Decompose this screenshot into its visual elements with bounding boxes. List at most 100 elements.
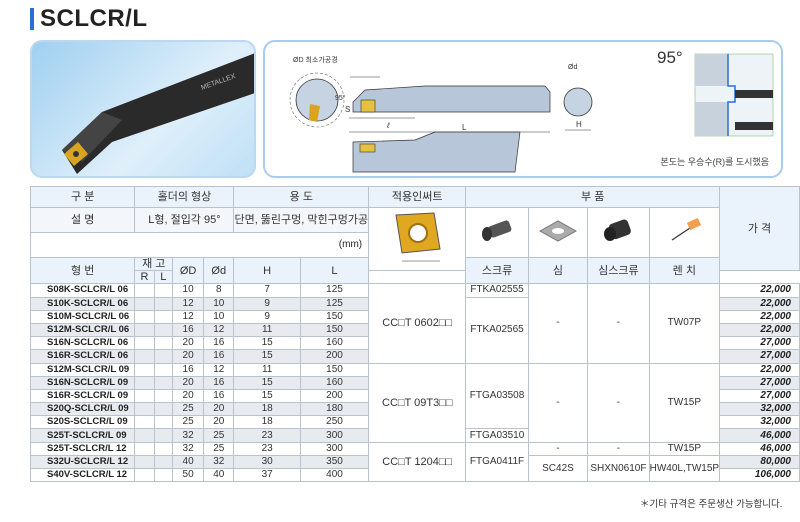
stock-r-cell <box>134 309 155 324</box>
header-category: 구 분 <box>29 186 136 208</box>
height-cell: 11 <box>233 362 301 377</box>
stock-l-cell <box>153 441 174 456</box>
shank-dia-cell: 10 <box>203 296 235 311</box>
l-label: L <box>462 123 467 132</box>
bore-min-cell: 32 <box>172 428 205 443</box>
model-cell: S32U-SCLCR/L 12 <box>29 454 136 470</box>
bore-min-cell: 10 <box>172 283 205 298</box>
length-cell: 125 <box>299 296 370 311</box>
height-cell: 9 <box>233 309 301 324</box>
diagram-note: 본도는 우승수(R)를 도시했음 <box>660 157 769 167</box>
screw-cell: FTGA03508 <box>465 362 529 430</box>
bore-min-cell: 16 <box>172 322 205 338</box>
model-cell: S10M-SCLCR/L 06 <box>29 309 136 324</box>
insert-image <box>368 206 467 272</box>
wrench-cell: TW07P <box>648 283 721 364</box>
length-cell: 150 <box>299 322 370 338</box>
stock-l-cell <box>153 309 174 324</box>
min-bore-label: ØD 최소가공경 <box>293 55 338 64</box>
height-cell: 23 <box>233 428 301 443</box>
screw-image <box>465 207 529 258</box>
shank-dia-cell: 10 <box>203 309 235 324</box>
shank-dia-cell: 16 <box>203 349 235 364</box>
shim-screw-image <box>587 207 650 258</box>
header-insert: 적용인써트 <box>368 186 467 208</box>
shim-screw-cell: SHXN0610F <box>587 454 650 483</box>
header-holder-shape: 홀더의 형상 <box>134 186 235 208</box>
bore-min-cell: 12 <box>172 296 205 311</box>
header-wrench: 렌 치 <box>648 256 721 285</box>
length-cell: 350 <box>299 454 370 470</box>
shim-cell: SC42S <box>527 454 589 483</box>
stock-l-cell <box>153 322 174 338</box>
d-label: Ød <box>568 64 577 71</box>
shank-dia-cell: 25 <box>203 441 235 456</box>
model-cell: S16R-SCLCR/L 09 <box>29 388 136 404</box>
stock-l-cell <box>153 388 174 404</box>
header-D: ØD <box>172 256 205 285</box>
height-cell: 15 <box>233 388 301 404</box>
shank-dia-cell: 16 <box>203 375 235 390</box>
shim-cell: - <box>527 362 589 443</box>
stock-r-cell <box>134 454 155 470</box>
page-title: SCLCR/L <box>40 5 148 32</box>
header-shim: 심 <box>527 256 589 285</box>
stock-r-cell <box>134 428 155 443</box>
length-cell: 200 <box>299 388 370 404</box>
desc-label: 설 명 <box>29 207 136 233</box>
wrench-cell: HW40L,TW15P <box>648 454 721 483</box>
bore-min-cell: 32 <box>172 441 205 456</box>
model-cell: S25T-SCLCR/L 09 <box>29 428 136 443</box>
bore-min-cell: 20 <box>172 349 205 364</box>
height-cell: 9 <box>233 296 301 311</box>
height-cell: 18 <box>233 402 301 417</box>
stock-l-cell <box>153 349 174 364</box>
shank-dia-cell: 32 <box>203 454 235 470</box>
height-cell: 15 <box>233 375 301 390</box>
stock-r-cell <box>134 415 155 430</box>
shank-dia-cell: 8 <box>203 283 235 298</box>
bore-min-cell: 50 <box>172 467 205 483</box>
header-parts: 부 품 <box>465 186 721 208</box>
stock-l-cell <box>153 375 174 390</box>
bore-min-cell: 20 <box>172 388 205 404</box>
title-accent-bar <box>30 8 34 30</box>
price-cell: 27,000 <box>719 388 800 404</box>
height-cell: 7 <box>233 283 301 298</box>
header-H: H <box>233 256 301 285</box>
header-screw: 스크류 <box>465 256 529 285</box>
header-stock: 재 고 <box>134 256 174 272</box>
spec-table: 구 분 홀더의 형상 용 도 적용인써트 부 품 가 격 설 명 L형, 절입각… <box>29 185 800 483</box>
shank-dia-cell: 16 <box>203 388 235 404</box>
bore-min-cell: 12 <box>172 309 205 324</box>
shim-cell: - <box>527 441 589 456</box>
approach-angle-label: 95° <box>657 48 683 67</box>
shank-dia-cell: 20 <box>203 402 235 417</box>
model-cell: S16N-SCLCR/L 06 <box>29 336 136 351</box>
price-cell: 32,000 <box>719 415 800 430</box>
insert-cell: CC□T 09T3□□ <box>368 362 467 443</box>
stock-r-cell <box>134 362 155 377</box>
length-cell: 180 <box>299 402 370 417</box>
length-cell: 300 <box>299 428 370 443</box>
height-cell: 15 <box>233 349 301 364</box>
shim-screw-cell: - <box>587 362 650 443</box>
model-cell: S20Q-SCLCR/L 09 <box>29 402 136 417</box>
screw-cell: FTGA0411F <box>465 441 529 483</box>
header-stock-r: R <box>134 270 155 285</box>
h-label: H <box>576 120 582 129</box>
length-cell: 125 <box>299 283 370 298</box>
insert-cell: CC□T 1204□□ <box>368 441 467 483</box>
desc-usage: 단면, 뚫린구멍, 막힌구멍가공 <box>233 207 370 233</box>
length-cell: 150 <box>299 309 370 324</box>
price-cell: 22,000 <box>719 362 800 377</box>
shim-screw-cell: - <box>587 441 650 456</box>
bore-min-cell: 16 <box>172 362 205 377</box>
angle-label: 95° <box>335 94 346 102</box>
